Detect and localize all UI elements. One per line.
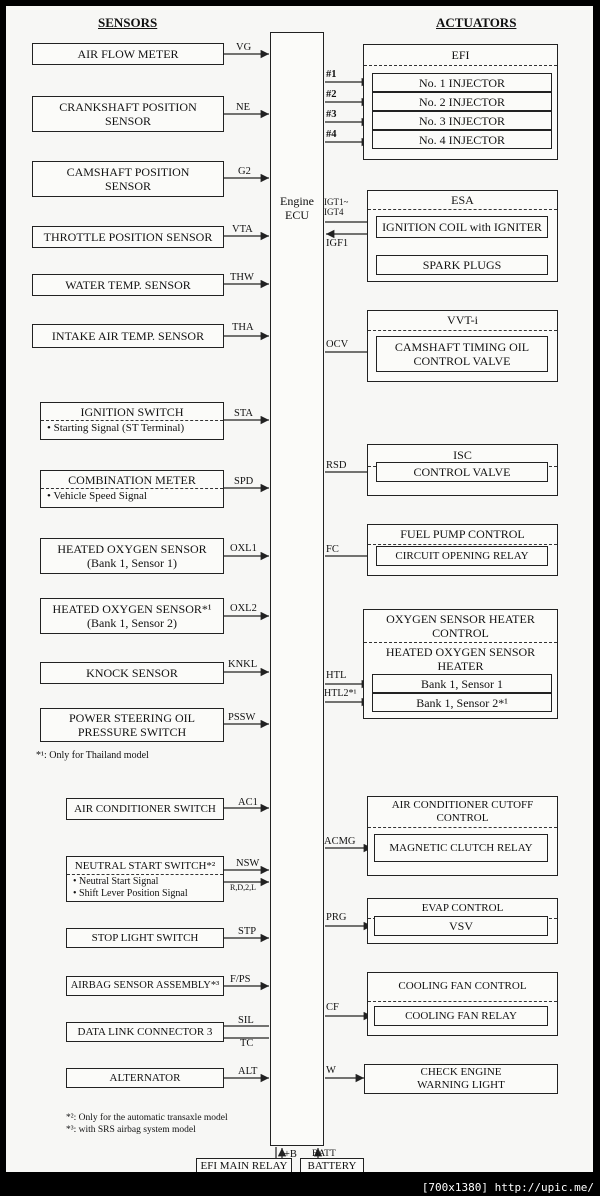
signal-ocv: OCV: [326, 339, 349, 350]
efi-main-relay: EFI MAIN RELAY: [196, 1158, 292, 1172]
signal-ne: NE: [236, 102, 250, 113]
signal-htl: HTL: [326, 670, 347, 681]
signal-oxl2: OXL2: [230, 603, 257, 614]
data-link-connector-3: DATA LINK CONNECTOR 3: [66, 1022, 224, 1042]
signal-sta: STA: [234, 408, 253, 419]
signal-rd2l: R,D,2,L: [230, 883, 256, 892]
signal-tc: TC: [240, 1038, 254, 1049]
signal-fc: FC: [326, 544, 339, 555]
signal-vg: VG: [236, 42, 252, 53]
signal-inj4: #4: [326, 129, 337, 140]
injector-2: No. 2 INJECTOR: [372, 92, 552, 111]
signal-nsw: NSW: [236, 858, 260, 869]
water-temp-sensor: WATER TEMP. SENSOR: [32, 274, 224, 296]
connector-lines: [224, 49, 460, 1158]
circuit-opening-relay: CIRCUIT OPENING RELAY: [376, 546, 548, 566]
crankshaft-position-sensor: CRANKSHAFT POSITION SENSOR: [32, 96, 224, 132]
power-steering-oil-pressure-switch: POWER STEERING OIL PRESSURE SWITCH: [40, 708, 224, 742]
check-engine-warning-light: CHECK ENGINE WARNING LIGHT: [364, 1064, 558, 1094]
signal-inj3: #3: [326, 109, 337, 120]
signal-thw: THW: [230, 272, 254, 283]
signal-tha: THA: [232, 322, 254, 333]
heated-oxygen-sensor-2: HEATED OXYGEN SENSOR*¹ (Bank 1, Sensor 2…: [40, 598, 224, 634]
signal-stp: STP: [238, 926, 257, 937]
note-thailand: *¹: Only for Thailand model: [36, 750, 149, 761]
ignition-coil-with-igniter: IGNITION COIL with IGNITER: [376, 216, 548, 238]
sensors-header: SENSORS: [98, 15, 158, 30]
actuators-header: ACTUATORS: [436, 15, 517, 30]
signal-ac1: AC1: [238, 797, 258, 808]
combination-meter-label: COMBINATION METER: [41, 471, 223, 489]
signal-alt: ALT: [238, 1066, 258, 1077]
note-automatic: *²: Only for the automatic transaxle mod…: [66, 1113, 228, 1123]
signal-fps: F/PS: [230, 974, 251, 985]
signal-prg: PRG: [326, 912, 347, 923]
signal-sil: SIL: [238, 1015, 254, 1026]
esa-title: ESA: [368, 191, 557, 210]
signal-oxl1: OXL1: [230, 543, 257, 554]
spark-plugs: SPARK PLUGS: [376, 255, 548, 275]
airbag-sensor-assembly: AIRBAG SENSOR ASSEMBLY*³: [66, 976, 224, 996]
injector-1: No. 1 INJECTOR: [372, 73, 552, 92]
neutral-start-switch: NEUTRAL START SWITCH*² • Neutral Start S…: [66, 856, 224, 902]
signal-plusb: +B: [284, 1149, 297, 1160]
alternator: ALTERNATOR: [66, 1068, 224, 1088]
neutral-start-signals: • Neutral Start Signal • Shift Lever Pos…: [73, 876, 188, 899]
magnetic-clutch-relay: MAGNETIC CLUTCH RELAY: [374, 834, 548, 862]
note-srs: *³: with SRS airbag system model: [66, 1125, 196, 1135]
starting-signal: • Starting Signal (ST Terminal): [47, 422, 185, 434]
o2-heater-title: OXYGEN SENSOR HEATER CONTROL: [364, 610, 557, 643]
signal-knkl: KNKL: [228, 659, 258, 670]
knock-sensor: KNOCK SENSOR: [40, 662, 224, 684]
image-host-footer: [700x1380] http://upic.me/: [421, 1181, 594, 1194]
fuel-pump-title: FUEL PUMP CONTROL: [368, 525, 557, 545]
camshaft-position-sensor: CAMSHAFT POSITION SENSOR: [32, 161, 224, 197]
signal-inj2: #2: [326, 89, 337, 100]
air-conditioner-switch: AIR CONDITIONER SWITCH: [66, 798, 224, 820]
cooling-fan-relay: COOLING FAN RELAY: [374, 1006, 548, 1026]
signal-w: W: [326, 1065, 336, 1076]
efi-title: EFI: [364, 45, 557, 66]
ignition-switch: IGNITION SWITCH • Starting Signal (ST Te…: [40, 402, 224, 440]
signal-inj1: #1: [326, 69, 337, 80]
engine-ecu-label: Engine ECU: [280, 194, 314, 222]
signal-igt: IGT1~ IGT4: [324, 197, 349, 217]
o2-heater-subtitle: HEATED OXYGEN SENSOR HEATER: [385, 645, 536, 673]
camshaft-timing-oil-control-valve: CAMSHAFT TIMING OIL CONTROL VALVE: [376, 336, 548, 372]
cooling-fan-title: COOLING FAN CONTROL: [368, 973, 557, 1002]
stop-light-switch: STOP LIGHT SWITCH: [66, 928, 224, 948]
o2-heater-bank1-sensor1: Bank 1, Sensor 1: [372, 674, 552, 693]
intake-air-temp-sensor: INTAKE AIR TEMP. SENSOR: [32, 324, 224, 348]
air-flow-meter: AIR FLOW METER: [32, 43, 224, 65]
injector-4: No. 4 INJECTOR: [372, 130, 552, 149]
o2-heater-bank1-sensor2: Bank 1, Sensor 2*¹: [372, 693, 552, 712]
isc-control-valve: CONTROL VALVE: [376, 462, 548, 482]
signal-htl2: HTL2*¹: [324, 688, 357, 699]
combination-meter: COMBINATION METER • Vehicle Speed Signal: [40, 470, 224, 508]
engine-ecu-block: [270, 32, 324, 1146]
signal-igf1: IGF1: [326, 238, 349, 249]
ac-cutoff-title: AIR CONDITIONER CUTOFF CONTROL: [368, 797, 557, 828]
battery: BATTERY: [300, 1158, 364, 1172]
heated-oxygen-sensor-1: HEATED OXYGEN SENSOR (Bank 1, Sensor 1): [40, 538, 224, 574]
vehicle-speed-signal: • Vehicle Speed Signal: [47, 490, 147, 502]
cooling-fan-control-group: COOLING FAN CONTROL: [367, 972, 558, 1036]
signal-spd: SPD: [234, 476, 254, 487]
signal-pssw: PSSW: [228, 712, 256, 723]
neutral-start-switch-label: NEUTRAL START SWITCH*²: [67, 857, 223, 875]
signal-batt: BATT: [312, 1149, 336, 1159]
signal-rsd: RSD: [326, 460, 347, 471]
ignition-switch-label: IGNITION SWITCH: [41, 403, 223, 421]
vvti-title: VVT-i: [368, 311, 557, 331]
diagram-sheet: SENSORS ACTUATORS: [6, 6, 593, 1172]
signal-acmg: ACMG: [324, 836, 356, 847]
evap-vsv: VSV: [374, 916, 548, 936]
signal-cf: CF: [326, 1002, 339, 1013]
injector-3: No. 3 INJECTOR: [372, 111, 552, 130]
throttle-position-sensor: THROTTLE POSITION SENSOR: [32, 226, 224, 248]
signal-g2: G2: [238, 166, 251, 177]
signal-vta: VTA: [232, 224, 253, 235]
